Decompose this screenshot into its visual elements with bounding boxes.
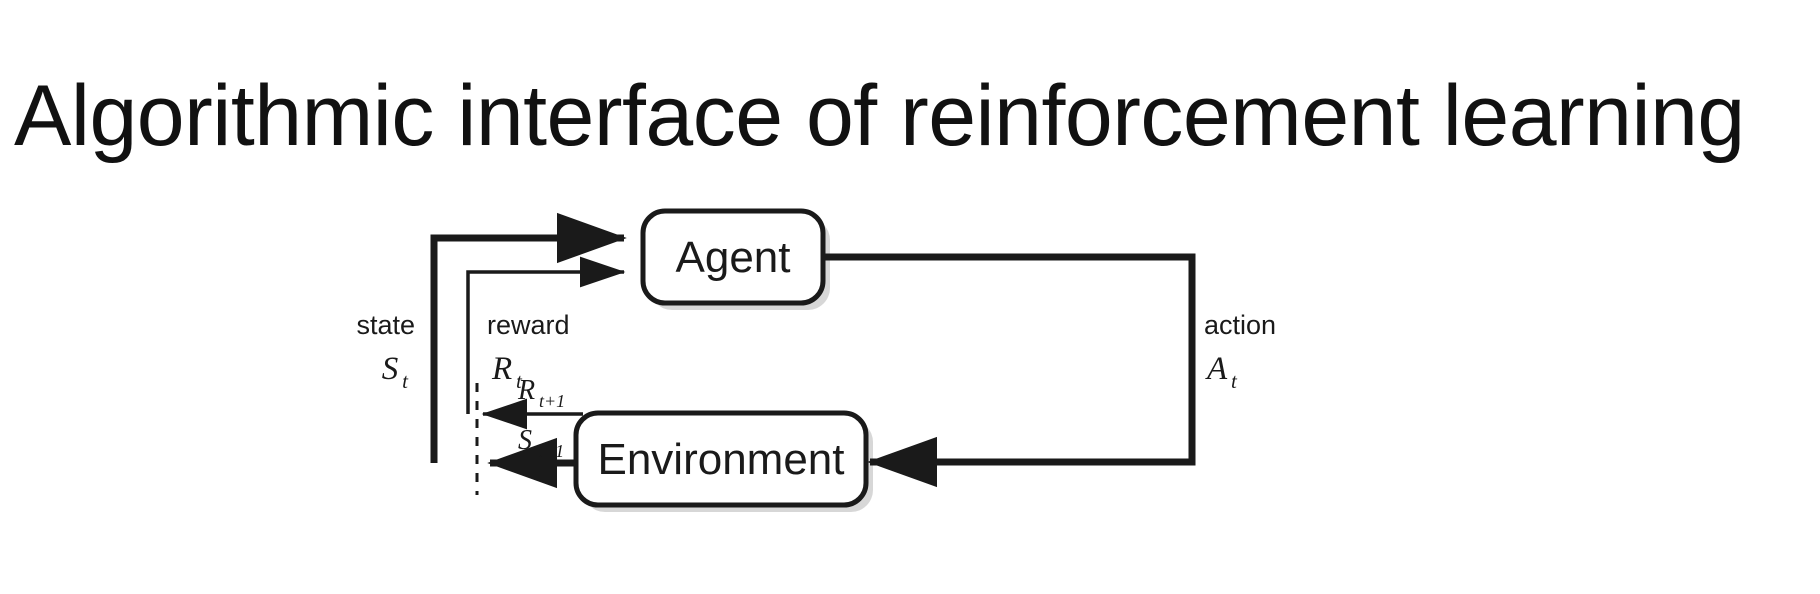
state-text-label: state: [356, 310, 415, 340]
action-text-label: action: [1204, 310, 1276, 340]
next-state-symbol: S: [518, 425, 532, 456]
state-edge: [430, 212, 627, 463]
action-edge: [790, 253, 1196, 488]
node-agent[interactable]: Agent: [640, 208, 826, 306]
state-annotation: state S t: [356, 310, 415, 393]
node-environment[interactable]: Environment: [573, 410, 869, 508]
action-symbol-subscript: t: [1231, 369, 1238, 393]
state-symbol-subscript: t: [402, 369, 409, 393]
environment-label: Environment: [597, 435, 844, 484]
rl-diagram-svg: Agent Environment state S t reward R t: [356, 208, 1276, 512]
agent-label: Agent: [676, 233, 791, 282]
environment-box[interactable]: [573, 410, 869, 508]
next-state-symbol-subscript: t+1: [538, 441, 564, 461]
next-reward-annotation: R t+1: [517, 375, 565, 411]
page-title: Algorithmic interface of reinforcement l…: [14, 67, 1745, 164]
reward-edge: [466, 256, 626, 414]
reward-symbol: R: [491, 351, 512, 387]
next-state-annotation: S t+1: [518, 425, 564, 461]
rl-loop-diagram: Agent Environment state S t reward R t: [0, 150, 1820, 594]
reward-annotation: reward R t: [487, 310, 570, 393]
next-reward-symbol: R: [517, 375, 535, 406]
reward-text-label: reward: [487, 310, 570, 340]
state-symbol: S: [382, 351, 399, 387]
action-annotation: action A t: [1204, 310, 1276, 393]
action-symbol: A: [1205, 351, 1228, 387]
agent-box[interactable]: [640, 208, 826, 306]
reward-symbol-subscript: t: [516, 369, 523, 393]
next-reward-symbol-subscript: t+1: [539, 391, 565, 411]
